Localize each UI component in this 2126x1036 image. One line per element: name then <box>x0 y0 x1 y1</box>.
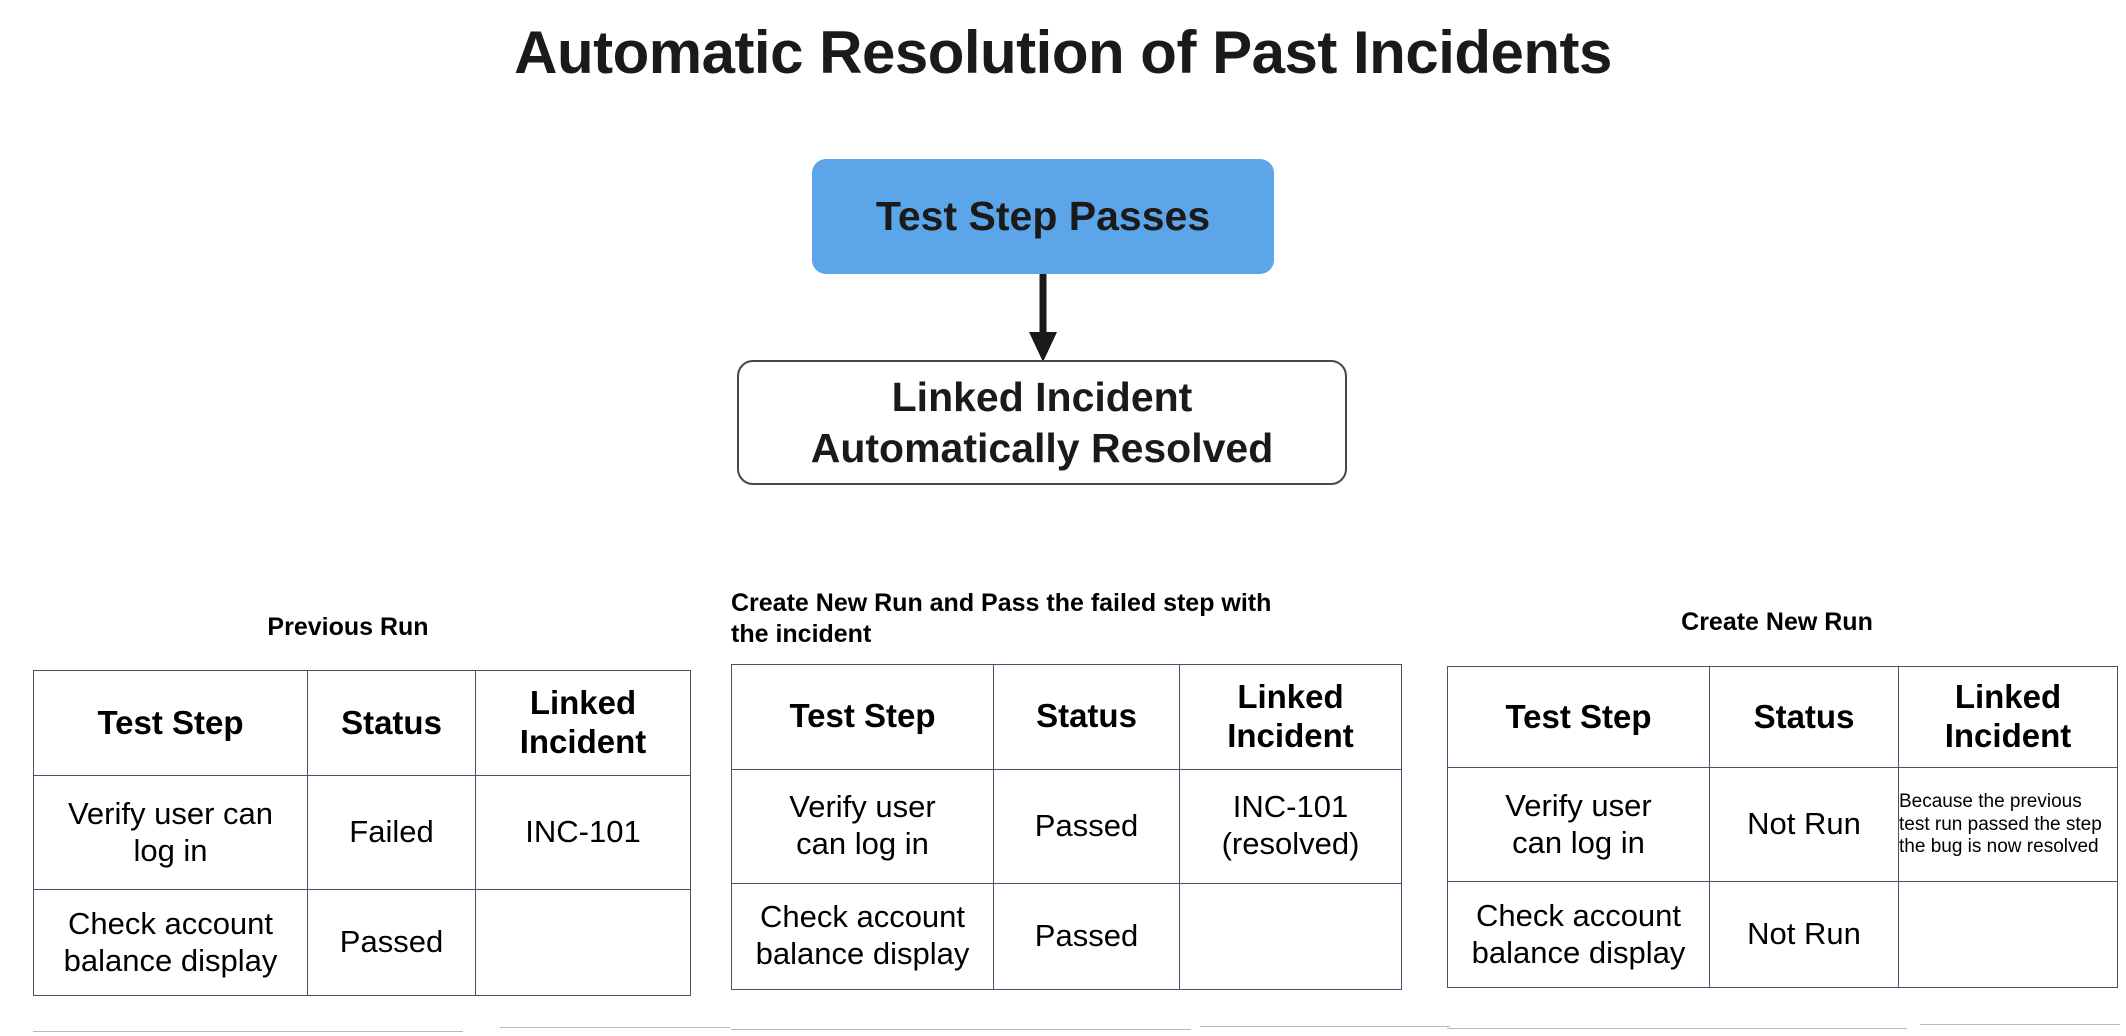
table-block-new-run-pass: Create New Run and Pass the failed step … <box>731 588 1402 990</box>
table-row: Check account balance display Passed <box>33 889 691 997</box>
column-header-linked-incident-line1: Linked <box>1954 678 2062 716</box>
status-badge-not-run: Not Run <box>1709 881 1899 989</box>
column-header-linked-incident: Linked Incident <box>1898 666 2118 769</box>
flow-diagram: Test Step Passes Linked Incident Automat… <box>737 159 1347 485</box>
cell-test-step-line1: Check account <box>67 906 274 942</box>
table-row: Check account balance display Not Run <box>1447 881 2118 989</box>
column-header-test-step: Test Step <box>33 670 308 777</box>
table-header-row: Test Step Status Linked Incident <box>33 670 691 777</box>
status-badge-not-run: Not Run <box>1709 767 1899 883</box>
cell-linked-incident-line1: INC-101 <box>1232 789 1349 825</box>
table-row: Verify user can log in Failed INC-101 <box>33 775 691 891</box>
cell-linked-incident <box>1898 881 2118 989</box>
flow-node-resolved-line2: Automatically Resolved <box>810 424 1274 471</box>
status-badge-passed: Passed <box>993 882 1180 990</box>
cell-note-line2: test run passed the step <box>1899 813 2102 835</box>
cell-test-step: Verify user can log in <box>33 775 308 891</box>
cell-test-step-line1: Verify user can <box>67 796 274 832</box>
table-row: Verify user can log in Not Run Because t… <box>1447 767 2118 883</box>
table-bottom-edge-ghost <box>33 1031 463 1032</box>
cell-test-step-line2: log in <box>133 832 208 868</box>
status-badge-failed: Failed <box>307 775 476 891</box>
table-caption-new-run: Create New Run <box>1681 608 1873 636</box>
table-row: Verify user can log in Passed INC-101 (r… <box>731 768 1402 884</box>
cell-test-step: Verify user can log in <box>731 768 994 884</box>
flow-node-resolved-line1: Linked Incident <box>891 374 1193 421</box>
table-block-previous-run: Previous Run Test Step Status Linked Inc… <box>33 612 691 997</box>
table-bottom-edge-ghost <box>1200 1026 1450 1027</box>
run-table-new-run-pass: Test Step Status Linked Incident Verify … <box>731 663 1402 990</box>
cell-test-step: Verify user can log in <box>1447 767 1710 883</box>
cell-linked-incident: INC-101 (resolved) <box>1179 768 1402 884</box>
table-row: Check account balance display Passed <box>731 882 1402 990</box>
table-caption-new-run-pass-line2: the incident <box>731 620 872 649</box>
column-header-test-step: Test Step <box>1447 666 1710 769</box>
column-header-linked-incident-line2: Incident <box>1944 717 2072 755</box>
cell-linked-incident: INC-101 <box>475 775 691 891</box>
cell-test-step-line1: Verify user <box>789 789 936 825</box>
cell-test-step: Check account balance display <box>1447 881 1710 989</box>
cell-test-step: Check account balance display <box>731 882 994 990</box>
cell-test-step-line1: Check account <box>1475 898 1682 934</box>
column-header-status: Status <box>1709 666 1899 769</box>
table-bottom-edge-ghost <box>500 1027 730 1028</box>
table-bottom-edge-ghost <box>1920 1024 2120 1025</box>
column-header-linked-incident-line1: Linked <box>529 684 637 722</box>
column-header-linked-incident: Linked Incident <box>1179 663 1402 770</box>
cell-linked-incident-note: Because the previous test run passed the… <box>1898 767 2118 883</box>
cell-test-step-line1: Check account <box>759 899 966 935</box>
run-table-new-run: Test Step Status Linked Incident Verify … <box>1447 666 2118 989</box>
column-header-linked-incident-line2: Incident <box>519 723 647 761</box>
cell-linked-incident-line2: (resolved) <box>1221 826 1360 861</box>
cell-linked-incident <box>1179 882 1402 990</box>
column-header-linked-incident-line2: Incident <box>1227 716 1354 754</box>
table-caption-previous-run: Previous Run <box>267 613 429 641</box>
column-header-linked-incident-line1: Linked <box>1237 677 1344 715</box>
cell-test-step-line1: Verify user <box>1505 788 1652 824</box>
status-badge-passed: Passed <box>307 889 476 997</box>
table-bottom-edge-ghost <box>731 1029 1191 1030</box>
column-header-test-step: Test Step <box>731 663 994 770</box>
table-caption-new-run-pass-line1: Create New Run and Pass the failed step … <box>731 589 1272 617</box>
column-header-linked-incident: Linked Incident <box>475 670 691 777</box>
table-block-new-run: Create New Run Test Step Status Linked I… <box>1447 607 2118 989</box>
column-header-status: Status <box>307 670 476 777</box>
cell-linked-incident <box>475 889 691 997</box>
status-badge-passed: Passed <box>993 768 1180 884</box>
column-header-status: Status <box>993 663 1180 770</box>
run-table-previous-run: Test Step Status Linked Incident Verify … <box>33 670 691 997</box>
table-bottom-edge-ghost <box>1447 1028 1907 1029</box>
page-title: Automatic Resolution of Past Incidents <box>514 19 1612 86</box>
cell-test-step-line2: can log in <box>796 826 929 861</box>
flow-node-linked-incident-resolved: Linked Incident Automatically Resolved <box>737 360 1347 485</box>
cell-test-step-line2: balance display <box>1471 934 1686 970</box>
cell-note-line3: the bug is now resolved <box>1899 835 2099 857</box>
arrow-down-icon <box>1029 274 1057 362</box>
cell-note-line1: Because the previous <box>1899 791 2082 813</box>
cell-test-step: Check account balance display <box>33 889 308 997</box>
table-caption-new-run-pass: Create New Run and Pass the failed step … <box>731 588 1371 651</box>
table-header-row: Test Step Status Linked Incident <box>731 663 1402 770</box>
flow-node-test-step-passes: Test Step Passes <box>812 159 1274 274</box>
cell-test-step-line2: balance display <box>63 942 278 978</box>
table-header-row: Test Step Status Linked Incident <box>1447 666 2118 769</box>
cell-test-step-line2: can log in <box>1512 824 1645 860</box>
cell-test-step-line2: balance display <box>755 936 970 971</box>
